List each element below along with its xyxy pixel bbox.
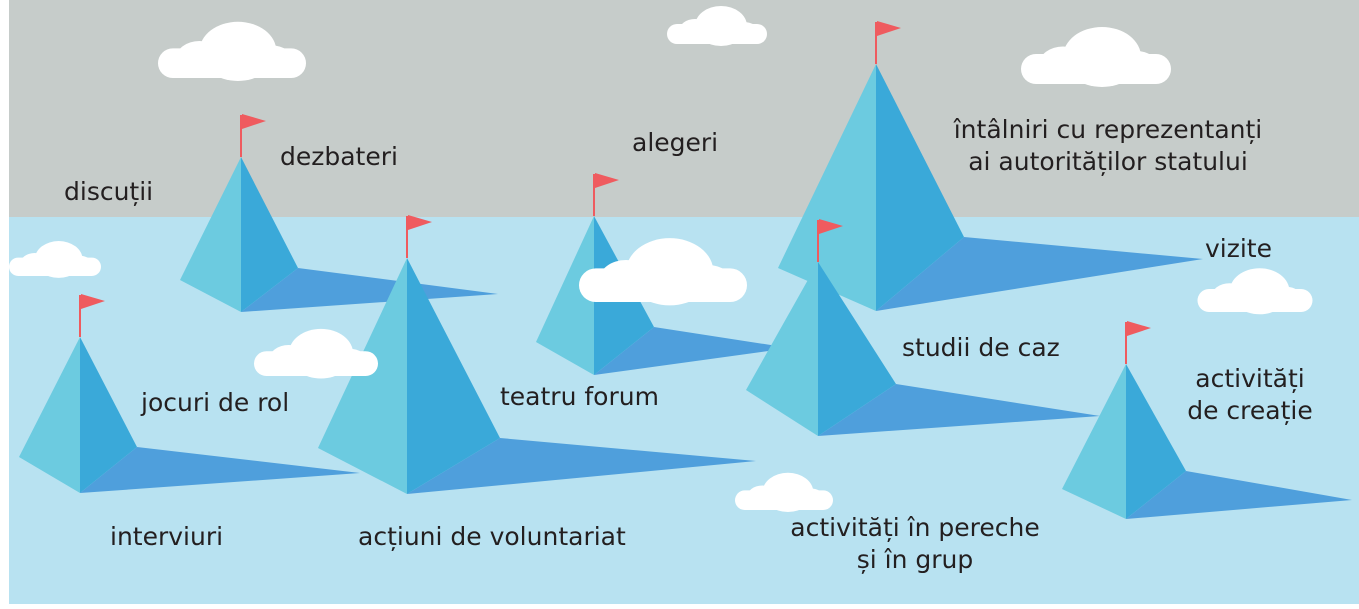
cloud-puff-left bbox=[268, 345, 309, 375]
pyramid-shadows bbox=[80, 237, 1352, 519]
cloud-puff-right bbox=[332, 348, 367, 374]
cloud-puff-right bbox=[730, 22, 758, 42]
clouds bbox=[9, 6, 1313, 512]
pyramid-creatie bbox=[1062, 321, 1186, 519]
flag-icon bbox=[1127, 321, 1151, 336]
label-actiuni-de-voluntariat: acțiuni de voluntariat bbox=[358, 522, 626, 551]
label-activitati-de-creatie: activități de creație bbox=[1175, 363, 1325, 427]
cloud-icon bbox=[1197, 268, 1313, 315]
cloud-icon bbox=[158, 21, 306, 81]
pyramid-face-right bbox=[818, 262, 896, 436]
label-activitati-de-creatie-line2: de creație bbox=[1187, 396, 1313, 425]
label-discutii: discuții bbox=[64, 177, 154, 206]
pyramid-face-right bbox=[407, 258, 500, 494]
pyramid-face-left bbox=[778, 64, 876, 311]
cloud-puff-left bbox=[175, 41, 224, 77]
label-dezbateri: dezbateri bbox=[280, 142, 398, 171]
cloud-icon bbox=[1021, 27, 1171, 87]
label-intalniri-line1: întâlniri cu reprezentanți bbox=[953, 115, 1263, 144]
label-intalniri: întâlniri cu reprezentanți ai autorități… bbox=[948, 114, 1268, 178]
cloud-icon bbox=[667, 6, 767, 46]
cloud-icon bbox=[254, 328, 378, 379]
cloud-icon bbox=[9, 241, 101, 278]
cloud-puff-left bbox=[679, 19, 711, 43]
label-alegeri: alegeri bbox=[632, 128, 719, 157]
cloud-puff-right bbox=[684, 265, 732, 299]
shadow-studii bbox=[818, 384, 1100, 436]
label-interviuri: interviuri bbox=[110, 522, 224, 551]
shadow-creatie bbox=[1126, 471, 1352, 519]
cloud-puff-left bbox=[599, 260, 653, 301]
pyramid-face-left bbox=[1062, 364, 1126, 519]
shadow-actiuni bbox=[407, 438, 756, 494]
label-studii-de-caz: studii de caz bbox=[902, 333, 1060, 362]
pyramid-face-right bbox=[80, 337, 137, 493]
flag-icon bbox=[81, 294, 105, 309]
label-activitati-in-pereche: activități în pereche și în grup bbox=[770, 512, 1060, 576]
label-intalniri-line2: ai autorităților statului bbox=[968, 147, 1248, 176]
cloud-puff-right bbox=[1115, 51, 1158, 81]
pyramid-face-right bbox=[241, 157, 298, 312]
cloud-puff-left bbox=[1039, 46, 1087, 83]
pyramid-discutii bbox=[180, 114, 298, 312]
label-teatru-forum: teatru forum bbox=[500, 382, 659, 411]
pyramid-face-left bbox=[19, 337, 80, 493]
cloud-puff-right bbox=[251, 45, 293, 76]
flag-icon bbox=[242, 114, 266, 129]
cloud-icon bbox=[735, 472, 833, 512]
flag-icon bbox=[877, 21, 901, 36]
cloud-puff-right bbox=[66, 255, 93, 275]
label-vizite: vizite bbox=[1205, 234, 1272, 263]
label-activitati-in-pereche-line1: activități în pereche bbox=[790, 513, 1040, 542]
flag-icon bbox=[595, 173, 619, 188]
pyramid-intalniri bbox=[778, 21, 964, 311]
flag-icon bbox=[819, 219, 843, 234]
shadow-alegeri bbox=[594, 327, 790, 375]
label-activitati-de-creatie-line1: activități bbox=[1195, 364, 1305, 393]
pyramid-face-left bbox=[746, 262, 818, 436]
cloud-puff-left bbox=[1211, 283, 1249, 311]
cloud-icon bbox=[579, 238, 747, 306]
cloud-puff-left bbox=[746, 485, 779, 510]
pyramid-face-right bbox=[1126, 364, 1186, 519]
pyramid-face-left bbox=[180, 157, 241, 312]
pyramid-studii bbox=[746, 219, 896, 436]
shadow-intalniri bbox=[876, 237, 1203, 311]
shadow-discutii bbox=[241, 268, 498, 312]
flag-icon bbox=[408, 215, 432, 230]
pyramid-face-right bbox=[876, 64, 964, 311]
shadow-jocuri bbox=[80, 447, 360, 493]
cloud-puff-right bbox=[1269, 286, 1303, 310]
pyramid-jocuri bbox=[19, 294, 137, 493]
label-jocuri-de-rol: jocuri de rol bbox=[141, 388, 290, 417]
pyramid-face-left bbox=[536, 216, 594, 375]
cloud-puff-left bbox=[20, 253, 50, 276]
cloud-puff-right bbox=[796, 488, 825, 509]
label-activitati-in-pereche-line2: și în grup bbox=[856, 545, 974, 574]
